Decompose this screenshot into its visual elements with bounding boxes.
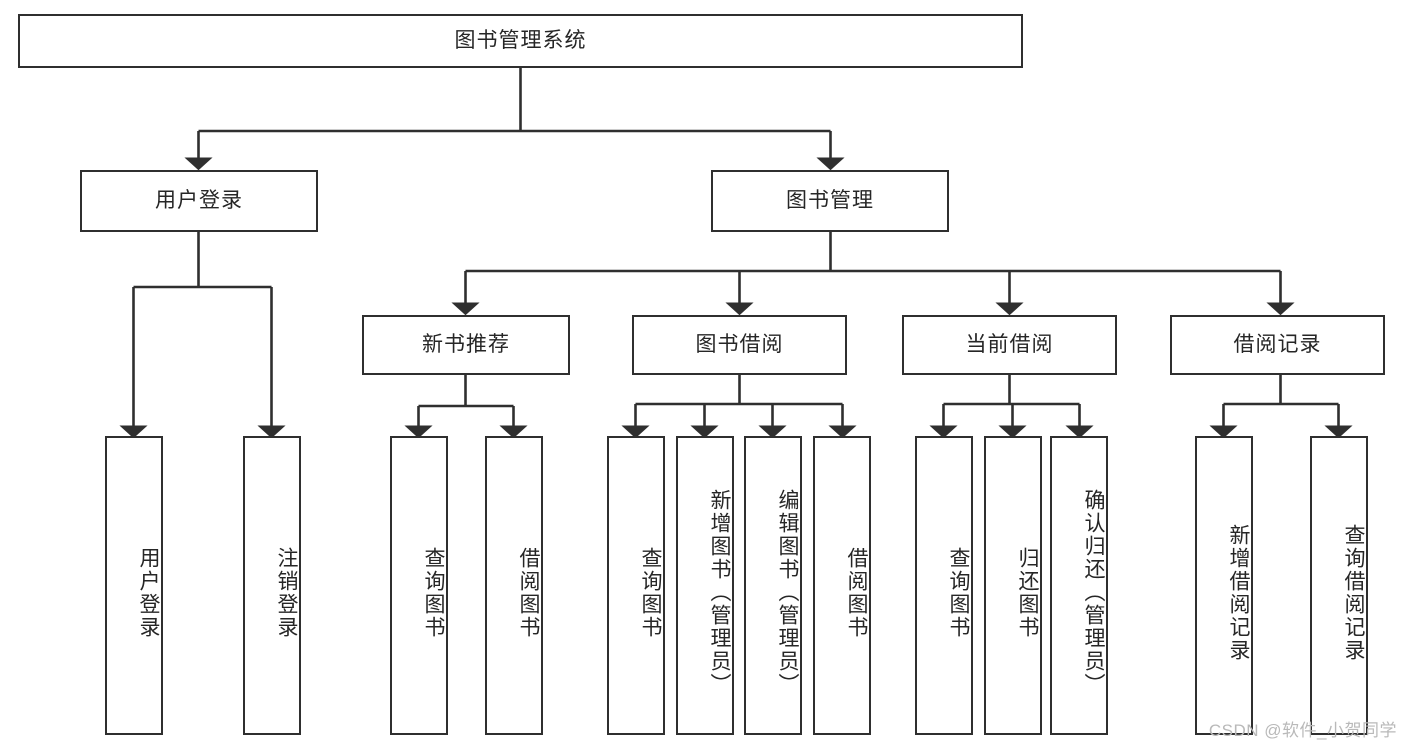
node-leaf-return-book-label: 归还图书 — [1016, 546, 1039, 639]
node-leaf-return-book[interactable]: 归还图书 — [984, 436, 1042, 735]
node-new-book-recommend-label: 新书推荐 — [422, 333, 510, 357]
node-book-borrow-label: 图书借阅 — [695, 333, 784, 357]
node-leaf-edit-book[interactable]: 编辑图书（管理员） — [744, 436, 802, 735]
node-leaf-user-login-label: 用户登录 — [137, 546, 160, 639]
node-book-manage[interactable]: 图书管理 — [711, 170, 949, 232]
node-leaf-add-book[interactable]: 新增图书（管理员） — [676, 436, 734, 735]
node-leaf-borrow-book-1-label: 借阅图书 — [517, 546, 540, 639]
node-current-borrow[interactable]: 当前借阅 — [902, 315, 1117, 375]
node-leaf-edit-book-label: 编辑图书（管理员） — [776, 489, 799, 696]
node-leaf-query-book-3[interactable]: 查询图书 — [915, 436, 973, 735]
node-leaf-user-login[interactable]: 用户登录 — [105, 436, 163, 735]
node-root-label: 图书管理系统 — [454, 29, 587, 53]
node-leaf-borrow-book-2[interactable]: 借阅图书 — [813, 436, 871, 735]
node-leaf-query-book-3-label: 查询图书 — [947, 546, 970, 639]
node-leaf-query-book-2-label: 查询图书 — [639, 546, 662, 639]
node-leaf-add-record-label: 新增借阅记录 — [1227, 523, 1250, 662]
node-leaf-query-record-label: 查询借阅记录 — [1342, 523, 1365, 662]
node-leaf-confirm-return-label: 确认归还（管理员） — [1082, 489, 1105, 696]
node-root[interactable]: 图书管理系统 — [18, 14, 1023, 68]
node-leaf-add-record[interactable]: 新增借阅记录 — [1195, 436, 1253, 735]
node-user-login[interactable]: 用户登录 — [80, 170, 318, 232]
node-leaf-query-book-1-label: 查询图书 — [422, 546, 445, 639]
node-leaf-borrow-book-1[interactable]: 借阅图书 — [485, 436, 543, 735]
node-leaf-confirm-return[interactable]: 确认归还（管理员） — [1050, 436, 1108, 735]
node-borrow-record[interactable]: 借阅记录 — [1170, 315, 1385, 375]
node-leaf-logout-login-label: 注销登录 — [275, 546, 298, 639]
node-borrow-record-label: 借阅记录 — [1233, 333, 1322, 357]
node-current-borrow-label: 当前借阅 — [965, 333, 1054, 357]
node-book-borrow[interactable]: 图书借阅 — [632, 315, 847, 375]
node-user-login-label: 用户登录 — [155, 189, 243, 213]
node-leaf-add-book-label: 新增图书（管理员） — [708, 489, 731, 696]
node-leaf-query-book-2[interactable]: 查询图书 — [607, 436, 665, 735]
node-leaf-logout-login[interactable]: 注销登录 — [243, 436, 301, 735]
node-leaf-borrow-book-2-label: 借阅图书 — [845, 546, 868, 639]
node-leaf-query-book-1[interactable]: 查询图书 — [390, 436, 448, 735]
watermark-text: CSDN @软件_小贺同学 — [1208, 721, 1397, 740]
node-leaf-query-record[interactable]: 查询借阅记录 — [1310, 436, 1368, 735]
node-new-book-recommend[interactable]: 新书推荐 — [362, 315, 570, 375]
node-book-manage-label: 图书管理 — [786, 189, 874, 213]
